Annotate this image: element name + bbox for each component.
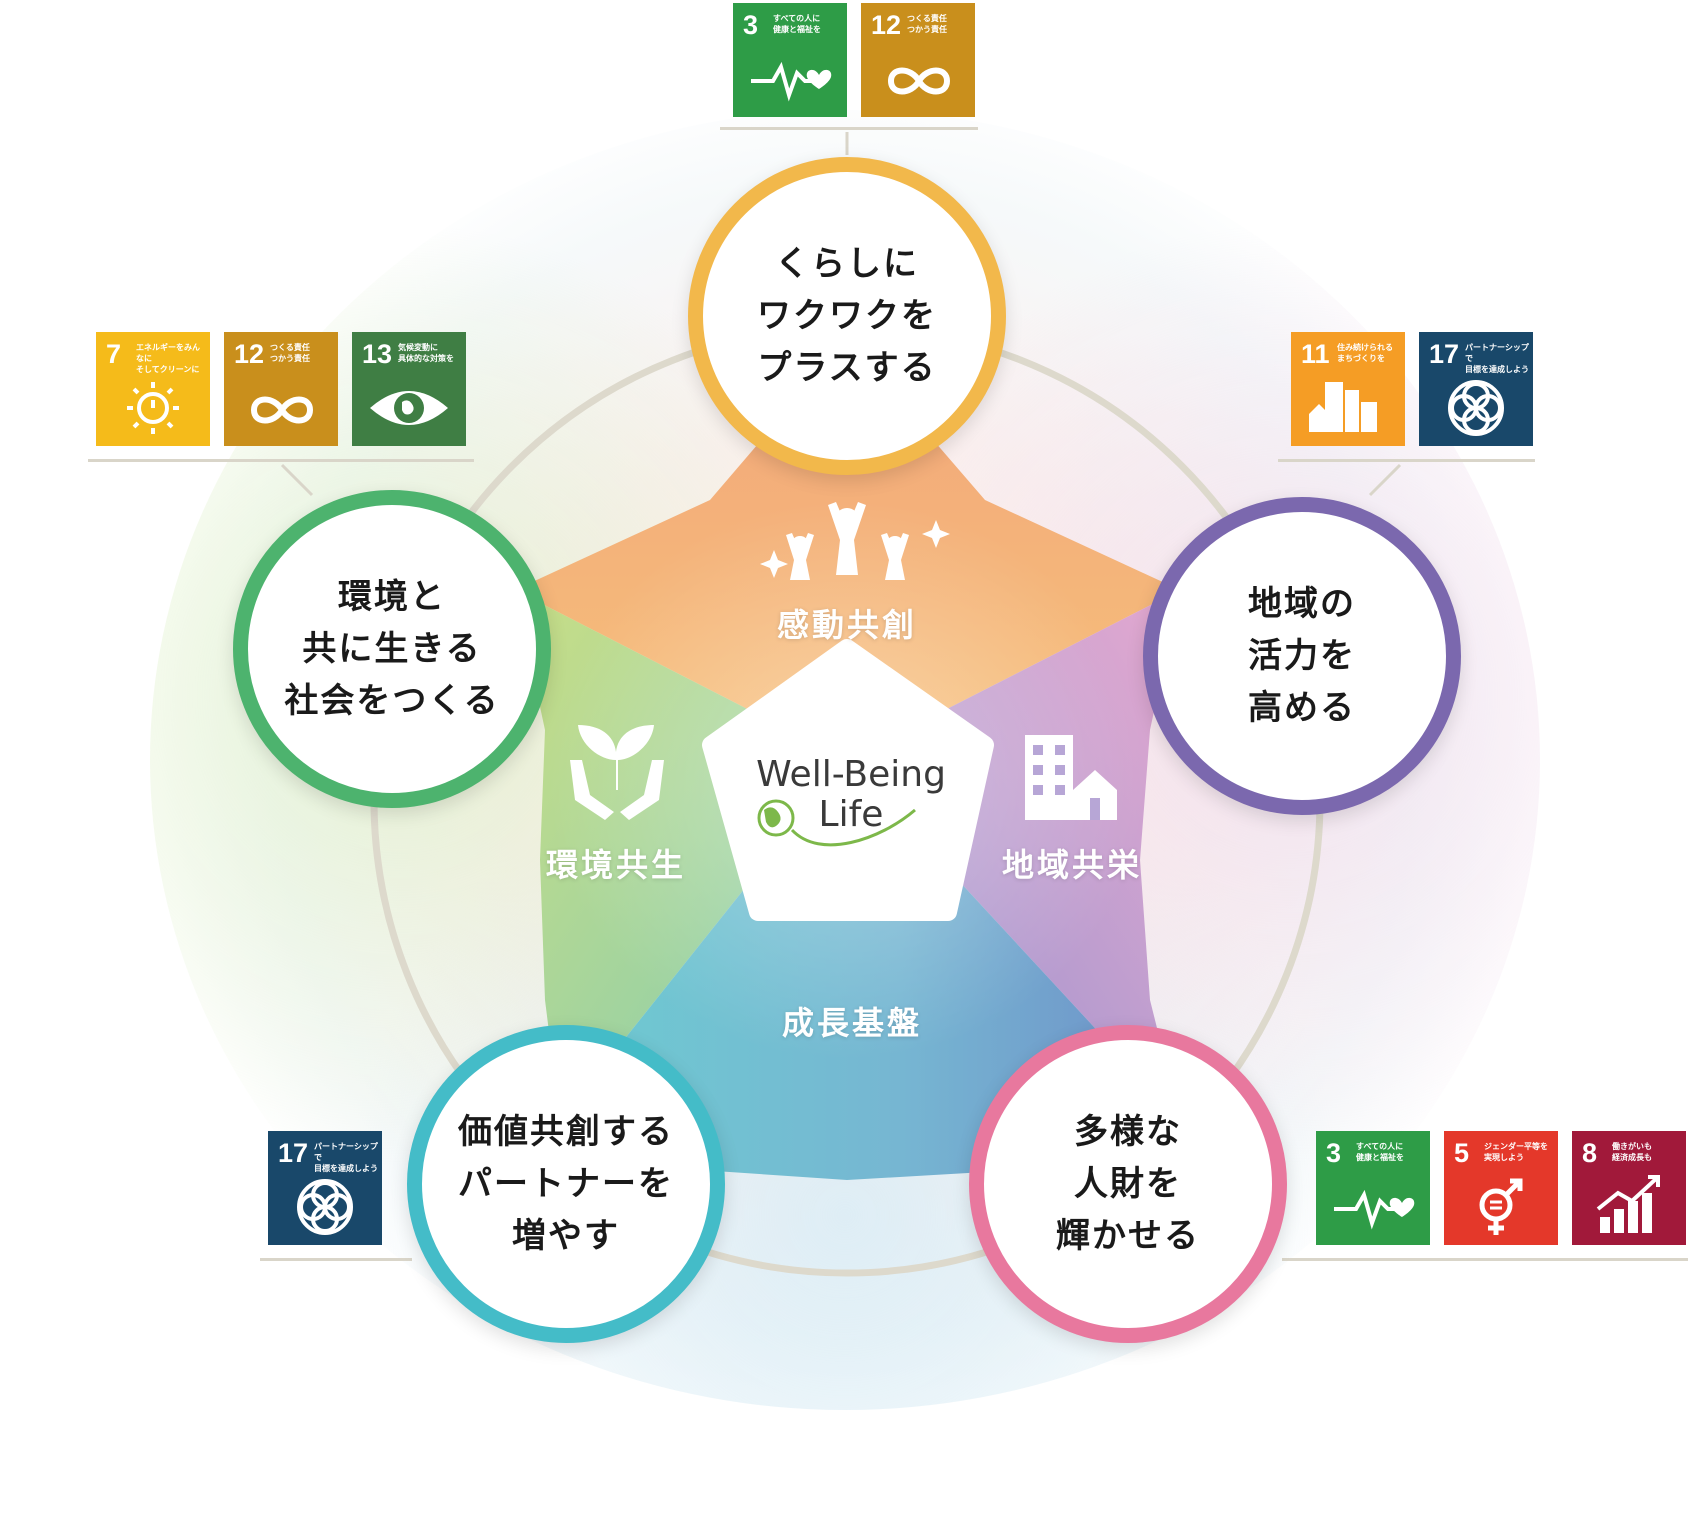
- people-cheering-icon: [760, 502, 950, 580]
- gender-icon: [1479, 1178, 1523, 1235]
- infinity-icon: [250, 396, 314, 424]
- sdg-11-tile: 11 住み続けられる まちづくりを: [1291, 332, 1405, 446]
- sdg-goal-text: パートナーシップで 目標を達成しよう: [1465, 343, 1529, 374]
- sdg-number: 11: [1301, 339, 1330, 369]
- city-icon: [1309, 382, 1377, 432]
- node-label-top: くらしに ワクワクを プラスする: [757, 244, 937, 388]
- heartbeat-icon: [1334, 1189, 1415, 1230]
- sdg-goal-text: つくる責任 つかう責任: [270, 343, 310, 363]
- sprout-hands-icon: [570, 725, 664, 820]
- sdg-shelf-top: [720, 127, 978, 130]
- connector-right: [1368, 463, 1402, 497]
- sdg-goal-text: 住み続けられる まちづくりを: [1337, 343, 1393, 363]
- sdg-goal-text: すべての人に 健康と福祉を: [773, 14, 821, 34]
- sdg-goal-text: 気候変動に 具体的な対策を: [398, 343, 454, 363]
- sdg-goal-text: ジェンダー平等を 実現しよう: [1484, 1142, 1548, 1162]
- heartbeat-icon: [751, 61, 832, 102]
- sdg-number: 12: [234, 339, 265, 369]
- sdg-number: 8: [1582, 1138, 1598, 1168]
- pillar-label-top: 感動共創: [776, 606, 918, 644]
- globe-logo-icon: [757, 799, 916, 847]
- node-right: 地域の 活力を 高める: [1143, 497, 1461, 815]
- sdg-goal-text: つくる責任 つかう責任: [907, 14, 947, 34]
- sdg-3-tile: 3 すべての人に 健康と福祉を: [1316, 1131, 1430, 1245]
- pillar-label-right: 地域共栄: [1001, 846, 1143, 884]
- center-pentagon: [702, 639, 994, 921]
- sdg-7-tile: 7 エネルギーをみんなに そしてクリーンに: [96, 332, 210, 446]
- center-title-line1: Well-Being: [756, 754, 946, 795]
- node-label-bottom-left: 価値共創する パートナーを 増やす: [458, 1112, 674, 1256]
- sdg-number: 7: [106, 339, 122, 369]
- eye-globe-icon: [370, 391, 448, 425]
- sdg-number: 13: [362, 339, 393, 369]
- pillar-label-bottom: 成長基盤: [781, 1004, 923, 1042]
- sdg-8-tile: 8 働きがいも 経済成長も: [1572, 1131, 1686, 1245]
- growth-chart-icon: [1596, 1175, 1660, 1233]
- infinity-icon: [887, 67, 951, 95]
- sdg-number: 3: [743, 10, 759, 40]
- node-bottom-left: 価値共創する パートナーを 増やす: [407, 1025, 725, 1343]
- node-left: 環境と 共に生きる 社会をつくる: [233, 490, 551, 808]
- sdg-goal-text: パートナーシップで 目標を達成しよう: [314, 1142, 378, 1173]
- flower-icon: [1448, 380, 1504, 436]
- node-bottom-right: 多様な 人財を 輝かせる: [969, 1025, 1287, 1343]
- pillar-label-left: 環境共生: [545, 846, 687, 884]
- sdg-number: 5: [1454, 1138, 1470, 1168]
- center-title: Well-Being Life: [740, 755, 962, 835]
- sdg-5-tile: 5 ジェンダー平等を 実現しよう: [1444, 1131, 1558, 1245]
- node-label-right: 地域の 活力を 高める: [1248, 584, 1356, 728]
- sdg-3-tile: 3 すべての人に 健康と福祉を: [733, 3, 847, 117]
- sdg-shelf-left: [88, 459, 474, 462]
- sdg-goal-text: 働きがいも 経済成長も: [1612, 1142, 1652, 1162]
- sdg-number: 17: [278, 1138, 309, 1168]
- sdg-number: 17: [1429, 339, 1460, 369]
- node-top: くらしに ワクワクを プラスする: [688, 157, 1006, 475]
- sdg-number: 3: [1326, 1138, 1342, 1168]
- connector-left: [280, 463, 314, 497]
- sdg-shelf-right: [1278, 459, 1535, 462]
- flower-icon: [297, 1179, 353, 1235]
- sdg-shelf-bottom-left: [260, 1258, 412, 1261]
- sdg-number: 12: [871, 10, 902, 40]
- sdg-shelf-bottom-right: [1282, 1258, 1688, 1261]
- sun-icon: [127, 382, 179, 434]
- node-label-bottom-right: 多様な 人財を 輝かせる: [1056, 1112, 1200, 1256]
- sdg-goal-text: すべての人に 健康と福祉を: [1356, 1142, 1404, 1162]
- center-title-line2: Life: [818, 794, 884, 835]
- sdg-goal-text: エネルギーをみんなに そしてクリーンに: [136, 343, 200, 374]
- node-label-left: 環境と 共に生きる 社会をつくる: [284, 577, 500, 721]
- building-icon: [1025, 735, 1117, 820]
